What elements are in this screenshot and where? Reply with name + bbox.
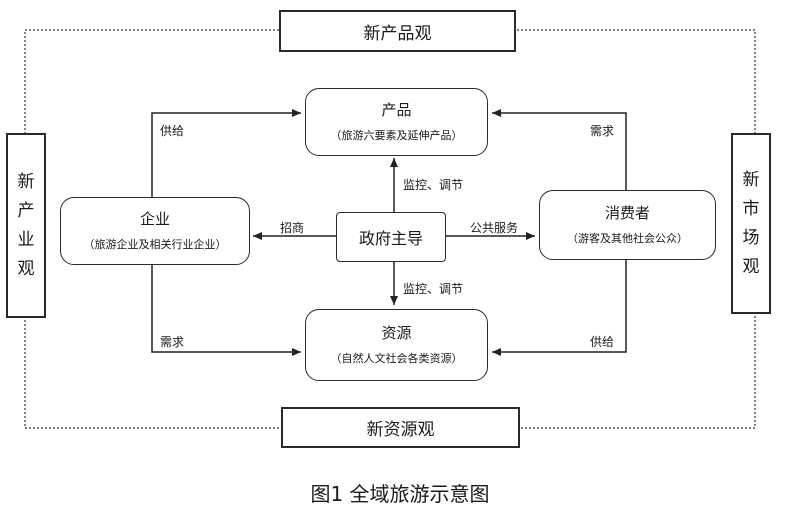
new-market-char-4: 观: [742, 256, 760, 277]
node-product: 产品 （旅游六要素及延伸产品）: [305, 88, 488, 156]
label-consumer-demand: 需求: [590, 124, 615, 138]
box-new-resource-view-label: 新资源观: [366, 420, 435, 440]
node-consumer-title: 消费者: [604, 204, 650, 222]
node-product-subtitle: （旅游六要素及延伸产品）: [330, 129, 463, 142]
node-product-title: 产品: [381, 101, 412, 119]
label-enterprise-demand: 需求: [160, 335, 185, 349]
box-new-industry-view: 新 产 业 观: [6, 133, 46, 318]
label-gov-investment: 招商: [280, 221, 305, 235]
arrow-enterprise-to-product: [151, 109, 301, 197]
node-resource-subtitle: （自然人文社会各类资源）: [330, 352, 463, 365]
arrow-enterprise-to-resource: [151, 265, 301, 356]
node-resource: 资源 （自然人文社会各类资源）: [305, 309, 488, 381]
box-new-resource-view: 新资源观: [281, 407, 520, 448]
box-new-market-view: 新 市 场 观: [731, 133, 771, 314]
new-industry-char-1: 新: [17, 171, 35, 192]
box-new-product-view: 新产品观: [279, 10, 516, 52]
arrow-consumer-to-resource: [492, 260, 627, 356]
node-consumer-subtitle: （游客及其他社会公众）: [567, 232, 688, 245]
node-government: 政府主导: [336, 212, 446, 262]
node-government-title: 政府主导: [358, 229, 423, 248]
box-new-product-view-label: 新产品观: [363, 23, 432, 44]
label-enterprise-supply: 供给: [160, 124, 185, 138]
node-consumer: 消费者 （游客及其他社会公众）: [539, 190, 716, 260]
arrow-consumer-to-product: [492, 109, 627, 190]
node-resource-title: 资源: [381, 324, 412, 342]
label-gov-public-service: 公共服务: [470, 221, 519, 235]
label-gov-monitor-resource: 监控、调节: [403, 282, 464, 296]
new-industry-char-3: 业: [17, 229, 35, 250]
label-gov-monitor-product: 监控、调节: [403, 178, 464, 192]
node-enterprise-subtitle: （旅游企业及相关行业企业）: [83, 238, 227, 251]
new-market-char-3: 场: [742, 227, 760, 248]
node-enterprise: 企业 （旅游企业及相关行业企业）: [60, 197, 250, 265]
new-industry-char-4: 观: [17, 258, 35, 279]
new-industry-char-2: 产: [17, 200, 35, 221]
figure-caption: 图1 全域旅游示意图: [310, 482, 490, 506]
new-market-char-2: 市: [742, 198, 760, 219]
new-market-char-1: 新: [742, 169, 760, 190]
node-enterprise-title: 企业: [139, 210, 170, 228]
label-consumer-supply: 供给: [590, 335, 615, 349]
